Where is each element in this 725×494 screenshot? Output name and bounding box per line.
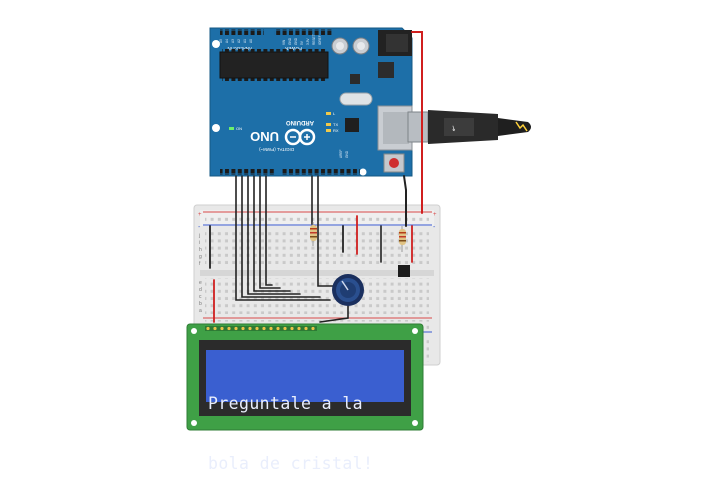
row-letter: h	[199, 247, 202, 253]
rail-plus-label: +	[198, 212, 202, 218]
analog-header	[220, 29, 264, 35]
lcd-pin-header	[205, 326, 317, 331]
digital-header-low	[220, 169, 276, 175]
row-letter: g	[199, 254, 202, 260]
rx-label: RX	[333, 128, 339, 133]
label-gnd-power-2: GND	[294, 37, 298, 45]
potentiometer	[332, 274, 364, 306]
svg-text:A5: A5	[219, 39, 223, 43]
l-label: L	[333, 111, 336, 116]
usb-symbol-icon: ⭏	[452, 123, 456, 134]
wires	[209, 31, 423, 323]
rail-minus-label: -	[198, 224, 201, 231]
svg-text:A1: A1	[243, 39, 247, 43]
svg-text:A4: A4	[225, 39, 229, 43]
row-letter: j	[198, 233, 200, 239]
row-letter: e	[199, 280, 202, 286]
power-label: POWER	[284, 46, 302, 51]
resistor-1	[310, 222, 317, 246]
wire-pot-contrast	[319, 305, 349, 323]
rx-led	[326, 129, 331, 132]
row-letters-left: j i h g f e d c b a	[198, 233, 202, 314]
label-gnd-digital: GND	[345, 150, 349, 158]
arduino-uno-board: A5 A4 A3 A2 A1 A0 VIN GND GND 5V 3.3V RE…	[209, 27, 413, 177]
crystal	[339, 92, 373, 106]
atmega-chip	[219, 51, 329, 79]
wire-d2	[265, 175, 273, 286]
voltage-regulator	[378, 62, 394, 78]
wire-d3	[259, 175, 281, 289]
mounting-hole	[359, 168, 367, 176]
lcd-module	[186, 323, 424, 431]
analog-in-label: ANALOG IN	[227, 46, 252, 51]
usb-chip	[345, 118, 359, 132]
digital-label: DIGITAL (PWM~)	[259, 147, 294, 152]
wire-5v	[411, 31, 423, 214]
label-3v3: 3.3V	[306, 38, 310, 45]
row-letter: c	[199, 294, 202, 300]
usb-cable: ⭏	[407, 110, 531, 144]
mounting-hole	[212, 124, 220, 132]
l-led	[326, 112, 331, 115]
on-label: ON	[236, 126, 242, 131]
brand-label: ARDUINO	[286, 119, 314, 125]
resistor-2	[399, 226, 406, 252]
label-gnd-power: GND	[288, 37, 292, 45]
label-vin: VIN	[282, 39, 286, 45]
svg-text:A0: A0	[249, 39, 253, 43]
wire-d4	[253, 175, 291, 292]
reset-button-cap	[389, 158, 399, 168]
wire-d5	[247, 175, 301, 295]
lcd-line-1: Preguntale a la	[208, 394, 364, 413]
row-letter: f	[199, 261, 201, 267]
rail-minus-label-right: -	[433, 224, 436, 231]
lcd-screen	[206, 350, 404, 402]
wire-d6	[317, 175, 335, 287]
row-letter: b	[199, 301, 202, 307]
model-label: UNO	[250, 129, 279, 144]
wire-d12	[235, 175, 331, 301]
rail-plus-label-right: +	[433, 212, 437, 218]
tx-label: TX	[333, 122, 338, 127]
row-letter: i	[199, 240, 200, 246]
label-ioref: IOREF	[318, 35, 322, 45]
label-reset: RESET	[312, 34, 316, 45]
lcd-text: Preguntale a la bola de cristal!	[208, 354, 408, 473]
small-chip	[350, 74, 360, 84]
svg-text:A3: A3	[231, 39, 235, 43]
arduino-logo	[284, 128, 316, 146]
digital-header-high	[282, 169, 360, 175]
tilt-sensor	[398, 265, 410, 277]
wire-gnd	[403, 175, 407, 227]
row-letter: d	[199, 287, 202, 293]
wire-d11	[241, 175, 321, 298]
label-aref: AREF	[339, 149, 343, 158]
mounting-hole	[212, 40, 220, 48]
power-header	[274, 29, 332, 35]
circuit-diagram: + - + - j i h g f e d c b a A5 A4 A3	[186, 27, 531, 431]
label-5v: 5V	[300, 40, 304, 45]
lightning-icon	[515, 121, 528, 132]
lcd-line-2: bola de cristal!	[208, 454, 374, 473]
tx-led	[326, 123, 331, 126]
on-led	[229, 127, 234, 130]
row-letter: a	[199, 308, 202, 314]
header-pin-labels-top: A5 A4 A3 A2 A1 A0 VIN GND GND 5V 3.3V RE…	[219, 34, 322, 45]
svg-text:A2: A2	[237, 39, 241, 43]
